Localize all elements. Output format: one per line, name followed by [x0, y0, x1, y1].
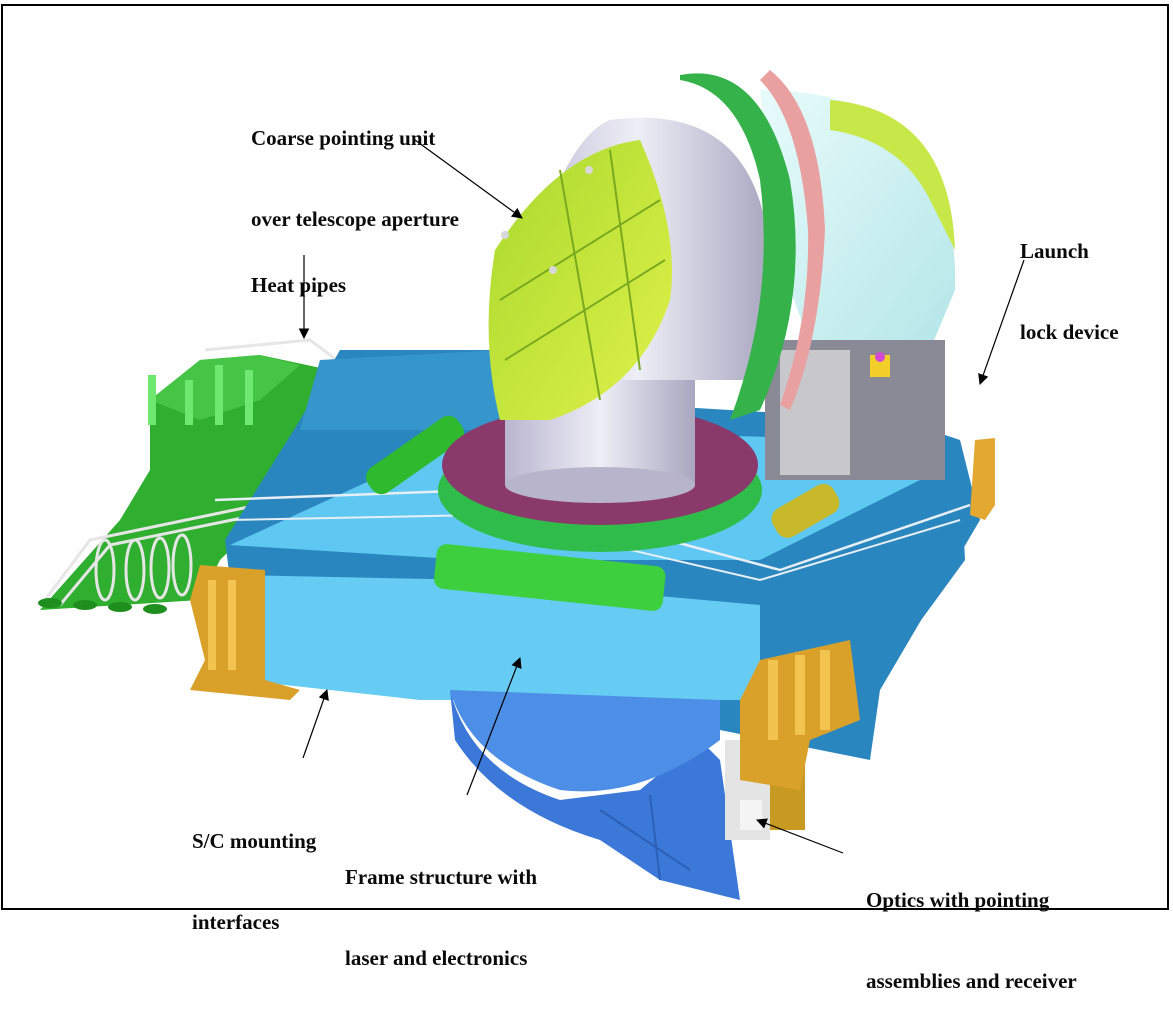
instrument-illustration [38, 70, 1025, 900]
heat-pipe-radiator [38, 338, 351, 614]
label-launch-lock-device: Launch lock device [1020, 184, 1119, 373]
flange-ring [680, 70, 825, 420]
label-line: laser and electronics [345, 946, 528, 970]
label-sc-mounting-interfaces: S/C mounting interfaces [192, 774, 316, 963]
arrow-frame-structure [466, 656, 522, 796]
label-line: lock device [1020, 320, 1119, 344]
label-line: S/C mounting [192, 829, 317, 853]
arrow-optics [755, 818, 844, 854]
label-line: Launch [1020, 239, 1089, 263]
label-frame-structure: Frame structure with laser and electroni… [345, 810, 537, 999]
label-line: Frame structure with [345, 865, 538, 889]
label-optics: Optics with pointing assemblies and rece… [866, 833, 1077, 1022]
arrow-sc-mounting [302, 688, 329, 759]
label-line: Heat pipes [251, 273, 347, 297]
label-line: assemblies and receiver [866, 969, 1077, 993]
label-line: Coarse pointing unit [251, 126, 436, 150]
label-heat-pipes: Heat pipes [251, 218, 346, 326]
lower-housing [450, 690, 740, 900]
coarse-pointing-cover [488, 140, 672, 420]
arrow-coarse-pointing [414, 139, 523, 219]
mounting-brackets [190, 438, 995, 790]
arrow-launch-lock [978, 259, 1025, 386]
label-line: Optics with pointing [866, 888, 1050, 912]
leader-arrows [298, 139, 1025, 854]
label-line: interfaces [192, 910, 280, 934]
laser-tubes [366, 415, 840, 611]
label-coarse-pointing-unit: Coarse pointing unit over telescope aper… [251, 71, 459, 260]
label-line: over telescope aperture [251, 207, 459, 231]
